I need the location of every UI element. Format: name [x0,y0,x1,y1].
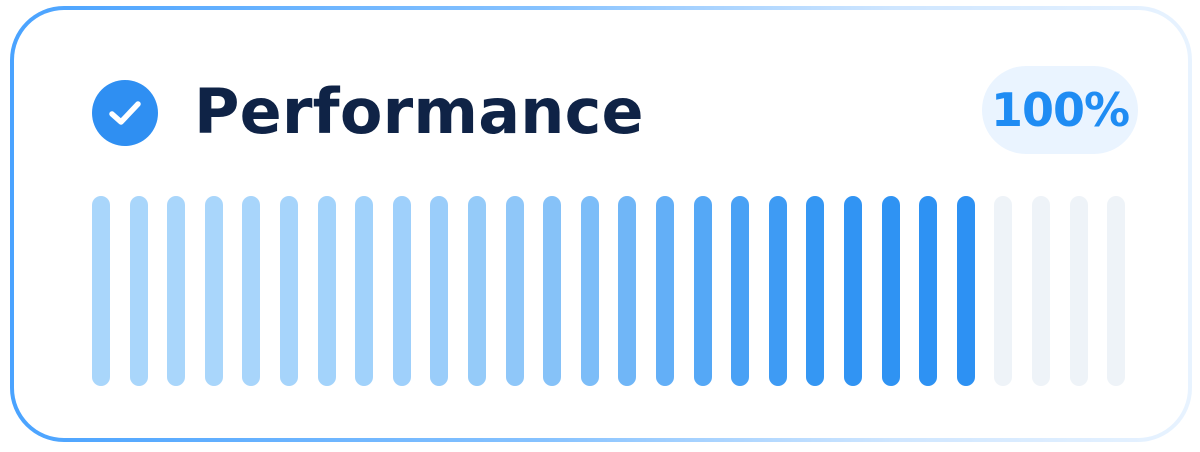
meter-bar-filled [317,196,336,386]
meter-bar-empty [1069,196,1088,386]
meter-bar-filled [242,196,261,386]
meter-bar-filled [919,196,938,386]
performance-card: Performance 100% [10,6,1192,442]
meter-bar-filled [806,196,825,386]
meter-bar-filled [355,196,374,386]
performance-card-body: Performance 100% [14,10,1188,438]
meter-bar-filled [693,196,712,386]
meter-bar-filled [543,196,562,386]
meter-bar-filled [956,196,975,386]
meter-bar-filled [580,196,599,386]
meter-bar-empty [994,196,1013,386]
meter-bar-filled [129,196,148,386]
percent-value: 100% [990,83,1130,137]
performance-meter [14,10,1188,438]
meter-bar-filled [92,196,110,386]
meter-bar-filled [618,196,637,386]
check-circle-icon [92,80,158,146]
meter-bar-filled [280,196,298,386]
meter-bar-filled [167,196,186,386]
meter-bar-filled [204,196,223,386]
meter-bar-filled [844,196,862,386]
meter-bar-filled [468,196,486,386]
meter-bar-filled [430,196,449,386]
performance-title: Performance [194,75,644,148]
meter-bar-filled [881,196,900,386]
meter-bar-filled [656,196,674,386]
meter-bar-filled [768,196,787,386]
meter-bar-empty [1032,196,1050,386]
meter-bar-filled [731,196,750,386]
percent-badge: 100% [982,66,1138,154]
meter-bar-filled [392,196,411,386]
meter-bar-filled [505,196,524,386]
meter-bar-empty [1107,196,1126,386]
